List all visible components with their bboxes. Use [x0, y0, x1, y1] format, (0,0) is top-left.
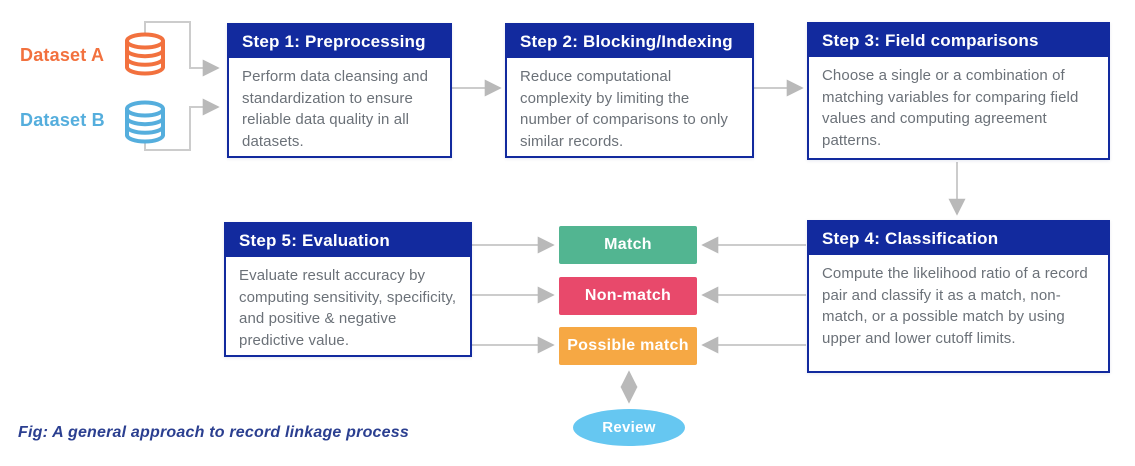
step4-title: Step 4: Classification — [809, 222, 1108, 255]
arrow-dataset-a-step1 — [144, 21, 220, 77]
step2-description: Reduce computational complexity by limit… — [520, 68, 728, 150]
figure-caption: Fig: A general approach to record linkag… — [18, 424, 409, 441]
step2-blocking-indexing-box: Step 2: Blocking/Indexing Reduce computa… — [505, 23, 754, 158]
step4-description: Compute the likelihood ratio of a record… — [822, 265, 1088, 347]
non-match-chip: Non-match — [559, 277, 697, 315]
step4-classification-box: Step 4: Classification Compute the likel… — [807, 220, 1110, 373]
arrow-dataset-b-step1 — [144, 98, 220, 151]
step3-field-comparisons-box: Step 3: Field comparisons Choose a singl… — [807, 22, 1110, 160]
step5-description: Evaluate result accuracy by computing se… — [239, 267, 457, 349]
review-ellipse: Review — [573, 409, 685, 446]
database-icon — [123, 100, 167, 149]
possible-match-chip: Possible match — [559, 327, 697, 365]
step5-evaluation-box: Step 5: Evaluation Evaluate result accur… — [224, 222, 472, 357]
match-chip: Match — [559, 226, 697, 264]
dataset-b-label: Dataset B — [20, 110, 105, 130]
step2-title: Step 2: Blocking/Indexing — [507, 25, 752, 58]
database-icon — [123, 32, 167, 81]
step1-description: Perform data cleansing and standardizati… — [242, 68, 429, 150]
step1-preprocessing-box: Step 1: Preprocessing Perform data clean… — [227, 23, 452, 158]
step3-description: Choose a single or a combination of matc… — [822, 67, 1079, 149]
step1-title: Step 1: Preprocessing — [229, 25, 450, 58]
step3-title: Step 3: Field comparisons — [809, 24, 1108, 57]
step5-title: Step 5: Evaluation — [226, 224, 470, 257]
dataset-a-label: Dataset A — [20, 45, 105, 65]
